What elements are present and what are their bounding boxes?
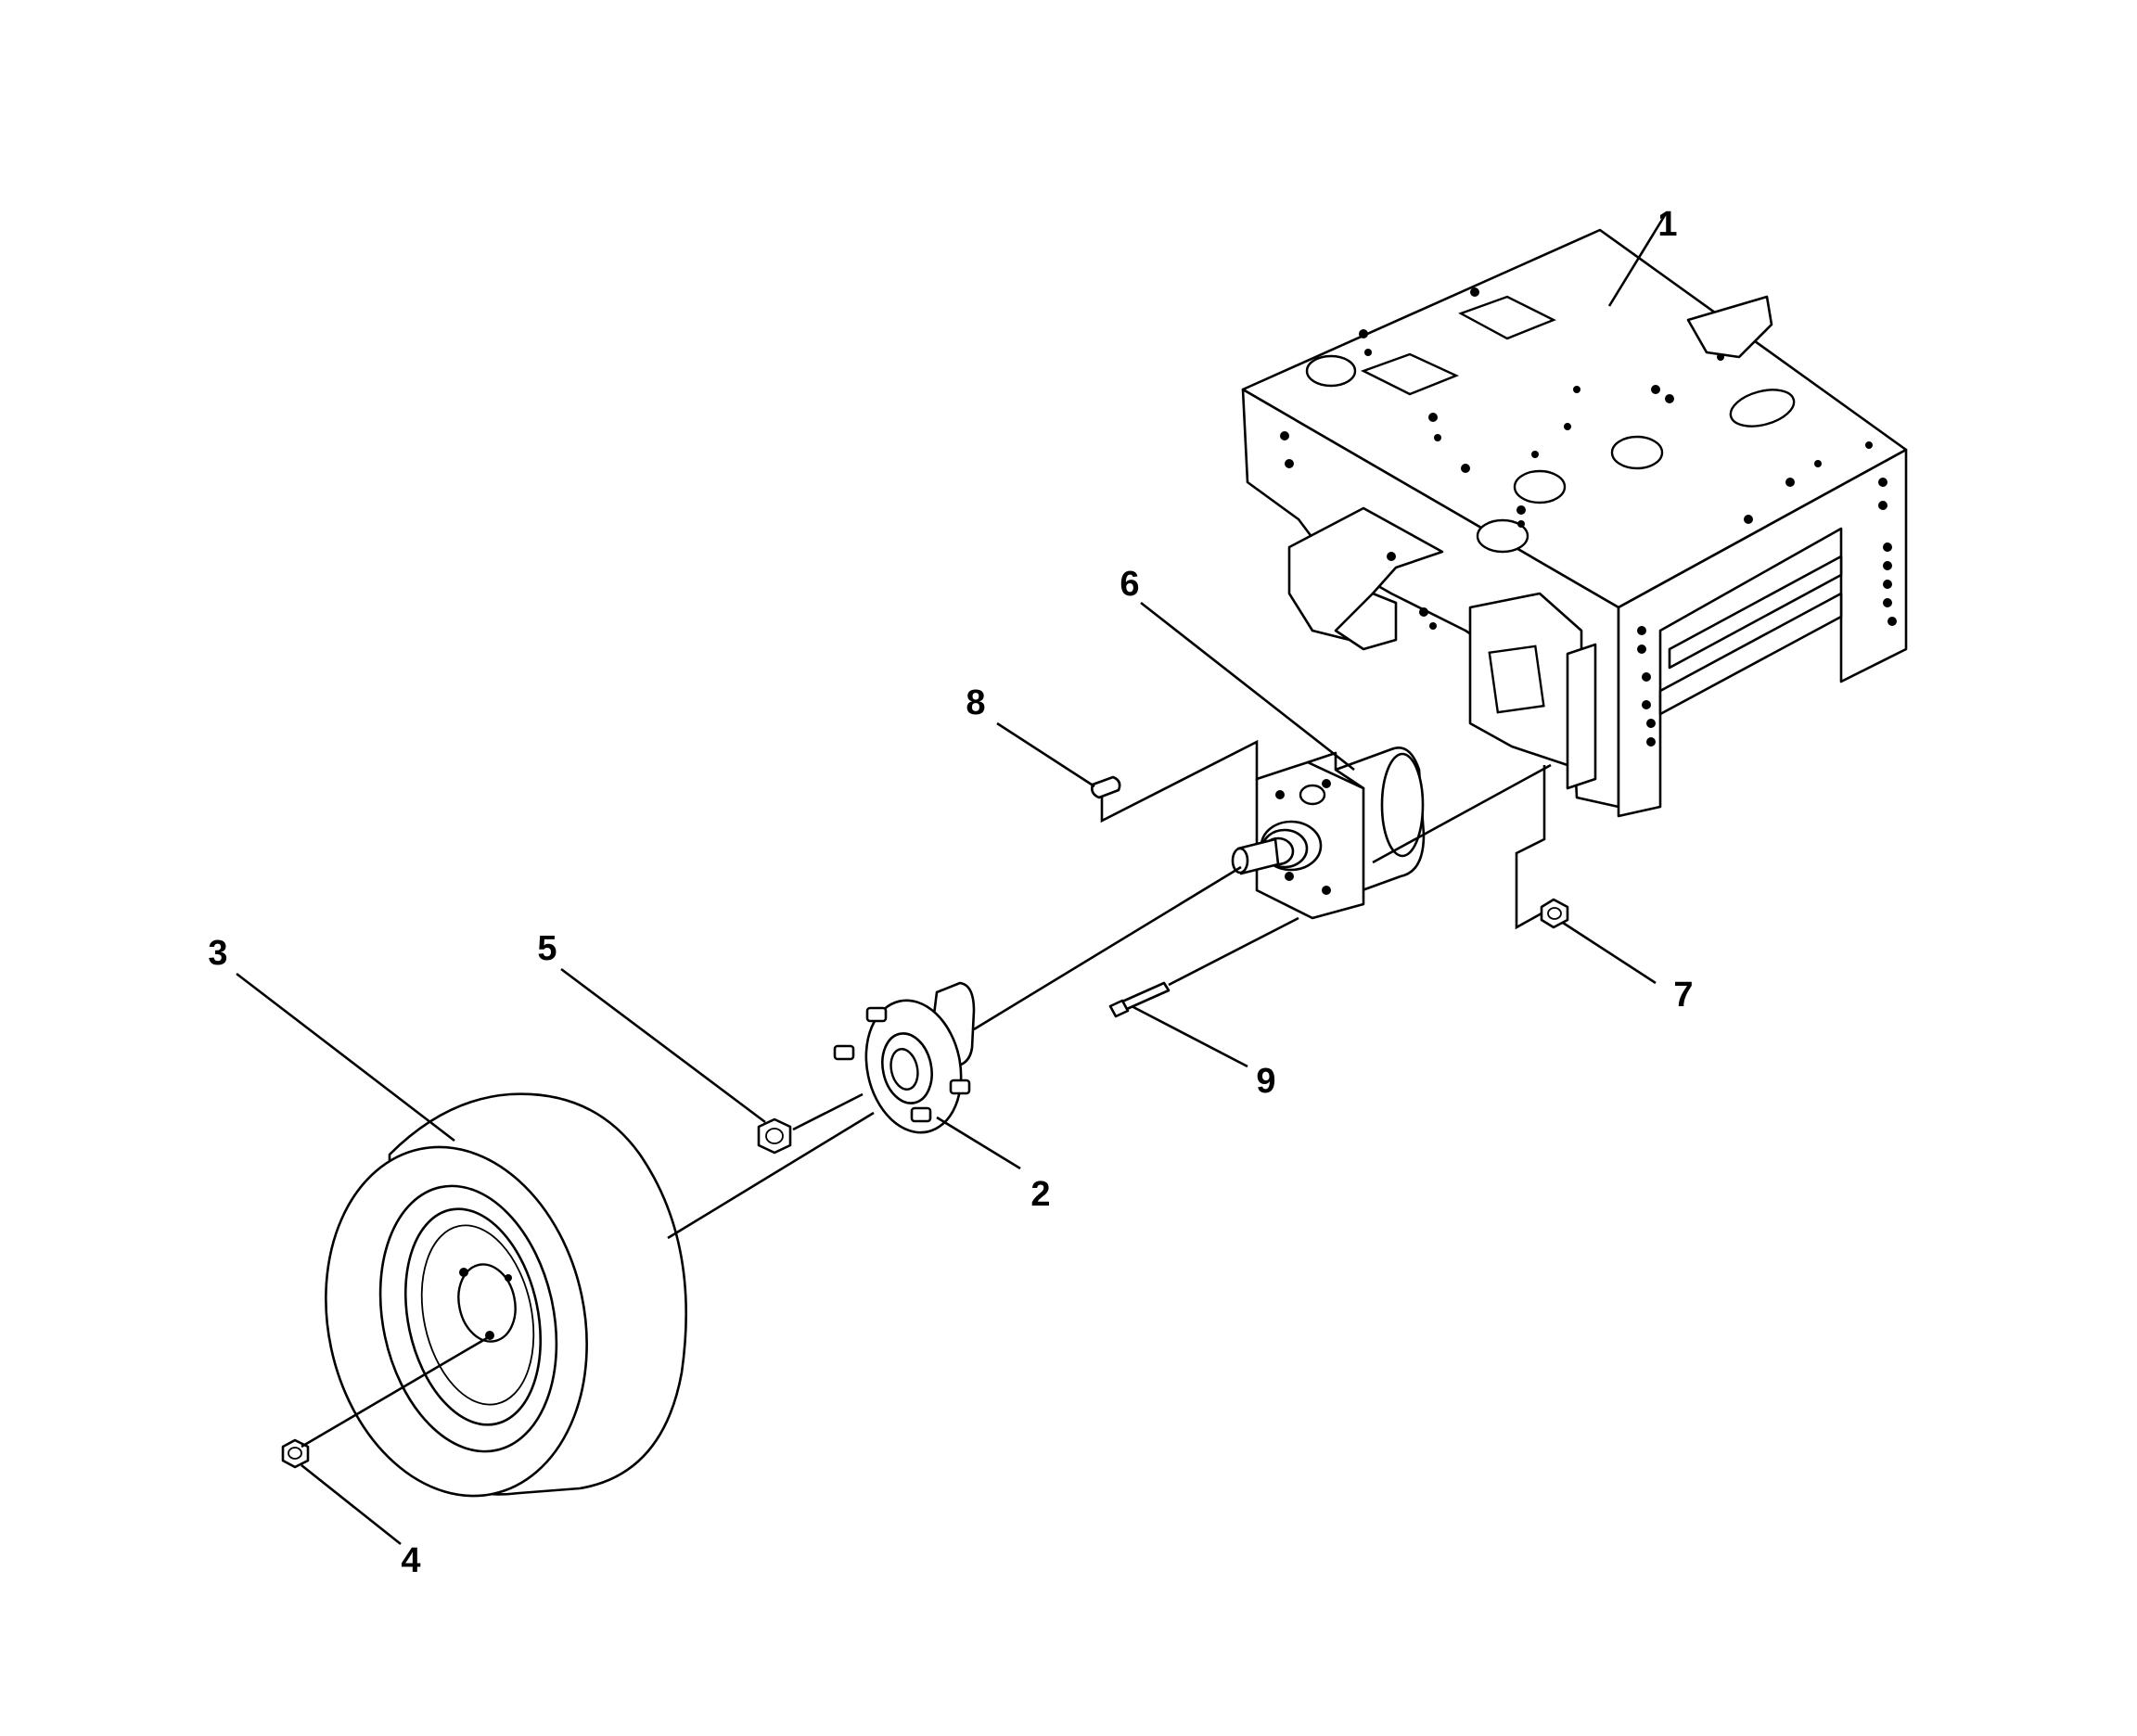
callout-4: 4 [401,1541,420,1580]
spindle-housing-part [1231,747,1426,920]
callout-labels: 1 2 3 4 5 6 7 8 9 [208,205,1693,1580]
leader-9 [1131,1004,1248,1068]
callout-1: 1 [1657,205,1677,244]
leader-8 [996,721,1095,788]
leader-1 [1607,214,1667,307]
flange-nut-part [1540,898,1569,929]
callout-2: 2 [1030,1175,1050,1214]
leader-2 [936,1116,1021,1170]
callout-6: 6 [1120,565,1139,604]
callout-9: 9 [1256,1062,1275,1101]
callout-5: 5 [537,929,557,968]
bolt-part [1108,981,1171,1018]
tire-wheel-part [325,1092,687,1498]
wheel-hub-part [833,981,976,1134]
leader-4 [301,1463,402,1546]
leader-7 [1562,921,1657,985]
leader-6 [1140,601,1355,772]
leader-5 [560,967,766,1124]
leader-3 [236,972,455,1142]
callout-7: 7 [1673,976,1693,1015]
callout-8: 8 [966,683,985,722]
key-part [1091,775,1121,799]
callout-leaders [236,214,1667,1546]
lug-nut-part [757,1117,792,1155]
callout-3: 3 [208,934,227,973]
frame-part [1241,228,1908,818]
assembly-lines [301,739,1552,1449]
